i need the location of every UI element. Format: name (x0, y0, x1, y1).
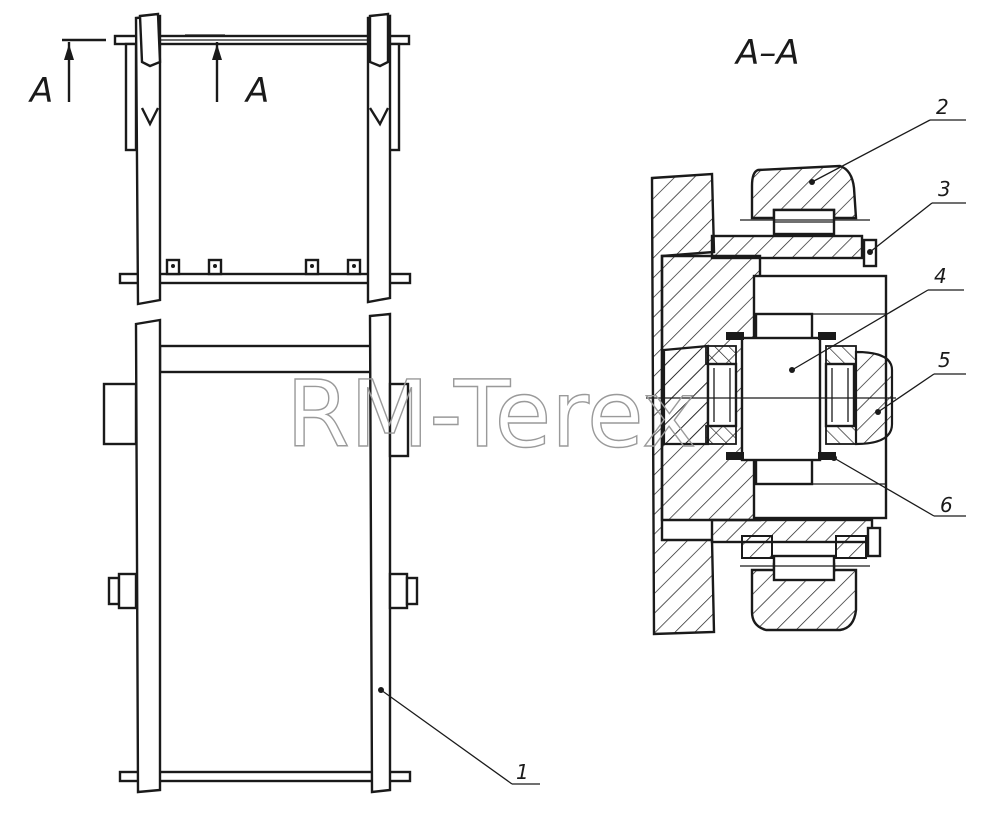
leader-lines (789, 119, 966, 517)
watermark: RM-Terex (286, 361, 696, 468)
section-view-a-a (646, 164, 896, 636)
callout-6: 6 (940, 493, 953, 517)
callout-5: 5 (938, 348, 951, 372)
section-marker (62, 38, 222, 102)
section-title: A–A (734, 33, 800, 73)
callout-2: 2 (936, 95, 949, 119)
callout-4: 4 (934, 264, 947, 288)
section-mark-right: A (244, 71, 269, 111)
callout-1: 1 (516, 760, 529, 784)
callout-3: 3 (938, 177, 951, 201)
section-mark-left: A (28, 71, 53, 111)
lower-frame-view (102, 312, 540, 794)
upper-frame-view (113, 12, 412, 306)
